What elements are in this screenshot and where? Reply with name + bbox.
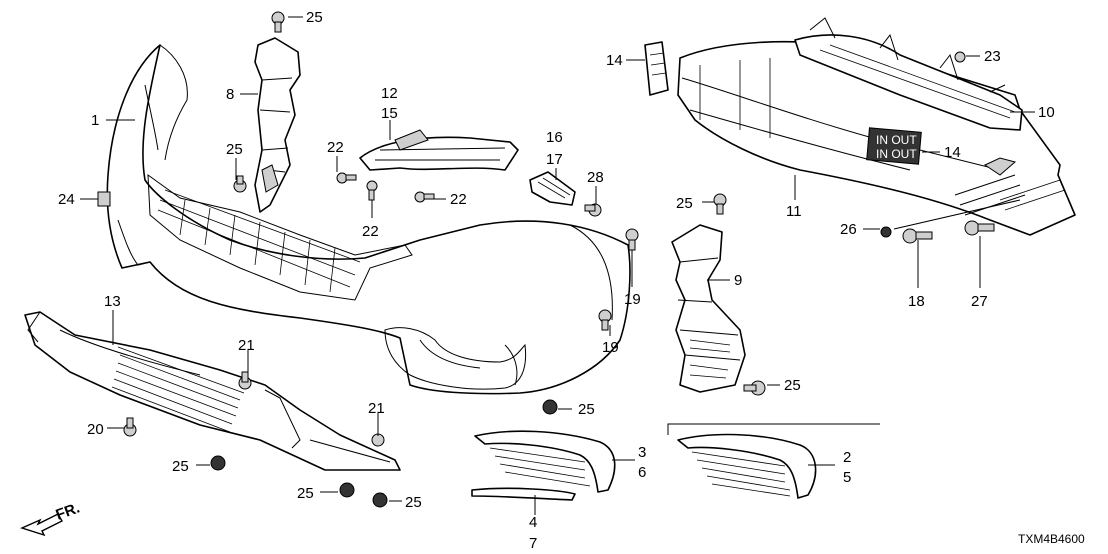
callout-25-top: 25 bbox=[306, 9, 323, 26]
side-spacer bbox=[359, 129, 519, 171]
callout-2: 2 bbox=[843, 449, 851, 466]
callout-7: 7 bbox=[529, 535, 537, 552]
seal-14 bbox=[644, 41, 669, 96]
fog-garnish-right bbox=[667, 423, 880, 499]
callout-3: 3 bbox=[638, 444, 646, 461]
callout-5: 5 bbox=[843, 469, 851, 486]
callout-25-mid: 25 bbox=[226, 141, 243, 158]
callout-13: 13 bbox=[104, 293, 121, 310]
callout-22-a: 22 bbox=[327, 139, 344, 156]
callout-17: 17 bbox=[546, 151, 563, 168]
callout-25-lower-c: 25 bbox=[405, 494, 422, 511]
callout-16: 16 bbox=[546, 129, 563, 146]
callout-28: 28 bbox=[587, 169, 604, 186]
leader-lines bbox=[80, 16, 1035, 515]
direction-label: FR. bbox=[54, 500, 83, 524]
callout-14-a: 14 bbox=[606, 52, 623, 69]
upper-beam bbox=[794, 17, 1023, 131]
callout-23: 23 bbox=[984, 48, 1001, 65]
callout-25-lower-a: 25 bbox=[172, 458, 189, 475]
callout-21-a: 21 bbox=[238, 337, 255, 354]
callout-1: 1 bbox=[91, 112, 99, 129]
callout-27: 27 bbox=[971, 293, 988, 310]
callout-9: 9 bbox=[734, 272, 742, 289]
diagram-code: TXM4B4600 bbox=[1018, 532, 1085, 546]
callout-18: 18 bbox=[908, 293, 925, 310]
fog-garnish-left bbox=[471, 430, 616, 501]
callout-4: 4 bbox=[529, 514, 537, 531]
fasteners bbox=[97, 11, 995, 508]
callout-22-b: 22 bbox=[362, 223, 379, 240]
callout-15: 15 bbox=[381, 105, 398, 122]
lower-grille bbox=[24, 311, 401, 471]
callout-11: 11 bbox=[786, 203, 802, 220]
callout-14-b: 14 bbox=[944, 144, 961, 161]
callout-8: 8 bbox=[226, 86, 234, 103]
in-out-text-b: IN OUT bbox=[876, 147, 917, 161]
callout-10: 10 bbox=[1038, 104, 1055, 121]
bumper-bracket-left bbox=[254, 37, 301, 213]
callout-25-b9: 25 bbox=[784, 377, 801, 394]
callout-25-lower-b: 25 bbox=[297, 485, 314, 502]
callout-19-b: 19 bbox=[602, 339, 619, 356]
callout-24: 24 bbox=[58, 191, 75, 208]
bumper-bracket-right bbox=[671, 224, 746, 393]
callout-25-right: 25 bbox=[676, 195, 693, 212]
in-out-text-a: IN OUT bbox=[876, 133, 917, 147]
bumper-clip bbox=[529, 171, 576, 206]
callout-25-face: 25 bbox=[578, 401, 595, 418]
callout-19-a: 19 bbox=[624, 291, 641, 308]
in-out-marker: IN OUT IN OUT bbox=[866, 127, 922, 165]
callout-26: 26 bbox=[840, 221, 857, 238]
callout-21-b: 21 bbox=[368, 400, 385, 417]
callout-labels: 1 25 8 25 12 15 22 22 22 16 17 28 24 14 … bbox=[58, 9, 1055, 552]
callout-6: 6 bbox=[638, 464, 646, 481]
callout-12: 12 bbox=[381, 85, 398, 102]
front-bumper-face bbox=[106, 44, 631, 395]
callout-22-c: 22 bbox=[450, 191, 467, 208]
front-direction-arrow: FR. bbox=[20, 500, 83, 537]
callout-20: 20 bbox=[87, 421, 104, 438]
